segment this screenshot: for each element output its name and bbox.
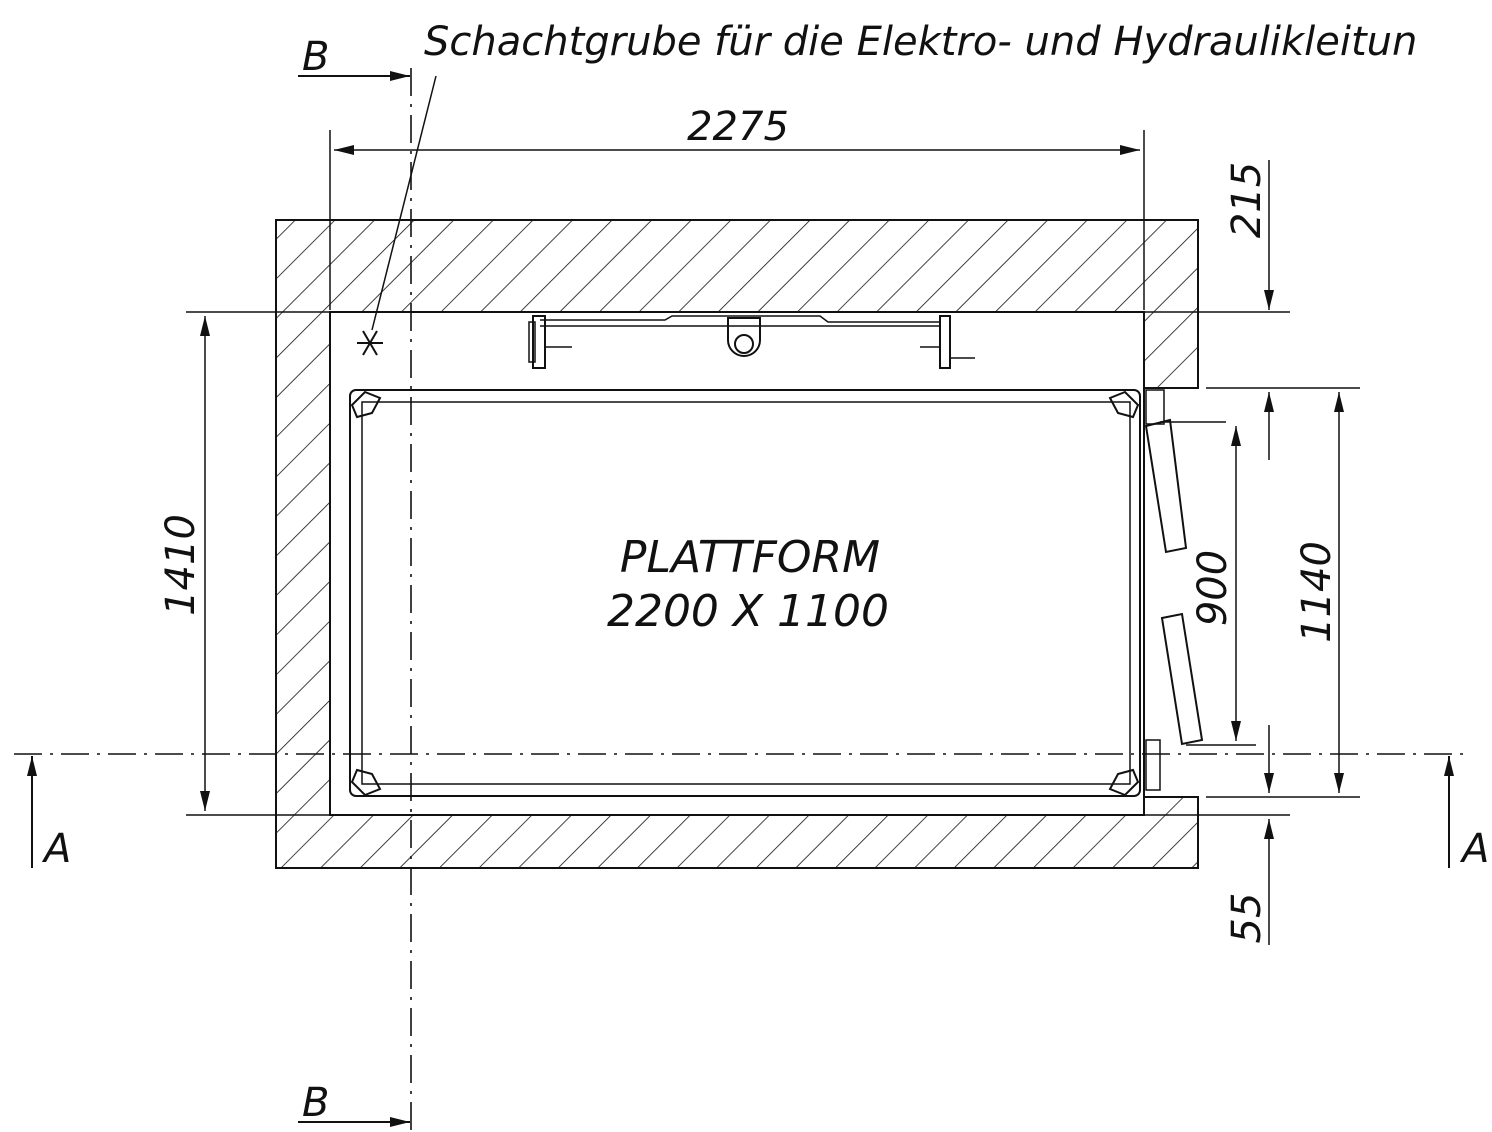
dimension-door-opening-label: 900: [1190, 550, 1236, 626]
dimension-top-offset-label: 215: [1224, 162, 1270, 238]
dimension-top-offset: 215: [1224, 160, 1274, 460]
asterisk-icon: [357, 330, 383, 356]
dimension-depth-label: 1410: [158, 514, 204, 616]
platform: PLATTFORM 2200 X 1100: [349, 389, 1141, 797]
dimension-door-wall-label: 1140: [1294, 541, 1340, 643]
dimension-bottom-offset-label: 55: [1224, 893, 1270, 944]
corner-guard-icon: [350, 390, 1140, 797]
dimension-depth: 1410: [158, 311, 1290, 816]
rail-bracket-icon: [528, 315, 975, 369]
section-line-a: A A: [14, 753, 1489, 872]
platform-label: PLATTFORM: [620, 532, 880, 583]
note-leader: [371, 75, 437, 331]
section-line-b: B B: [298, 34, 412, 1132]
dimension-width: 2275: [329, 104, 1145, 310]
dimension-door-opening: 900: [1190, 426, 1241, 741]
dimension-door-wall: 1140: [1206, 387, 1360, 798]
dimension-bottom-offset: 55: [1224, 725, 1274, 945]
section-a-left-label: A: [41, 826, 71, 872]
platform-size: 2200 X 1100: [607, 586, 889, 637]
folding-door-icon: [1144, 389, 1256, 791]
section-b-top-label: B: [302, 34, 329, 80]
section-b-bottom-label: B: [302, 1080, 329, 1126]
section-a-right-label: A: [1459, 826, 1489, 872]
pit-note: Schachtgrube für die Elektro- und Hydrau…: [424, 19, 1417, 65]
dimension-width-label: 2275: [687, 104, 789, 150]
